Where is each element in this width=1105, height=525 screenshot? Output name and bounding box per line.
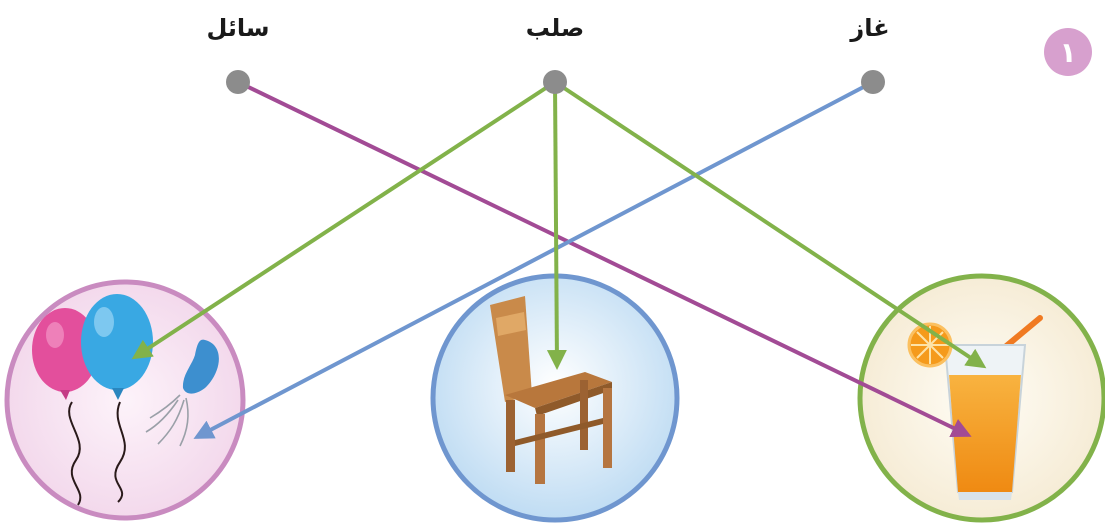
- dot-liquid[interactable]: [226, 70, 250, 94]
- dot-solid[interactable]: [543, 70, 567, 94]
- picture-juice[interactable]: [860, 276, 1104, 520]
- dot-gas[interactable]: [861, 70, 885, 94]
- connection-arrow-solid-to-chair: [555, 82, 557, 366]
- picture-balloons[interactable]: [7, 282, 243, 518]
